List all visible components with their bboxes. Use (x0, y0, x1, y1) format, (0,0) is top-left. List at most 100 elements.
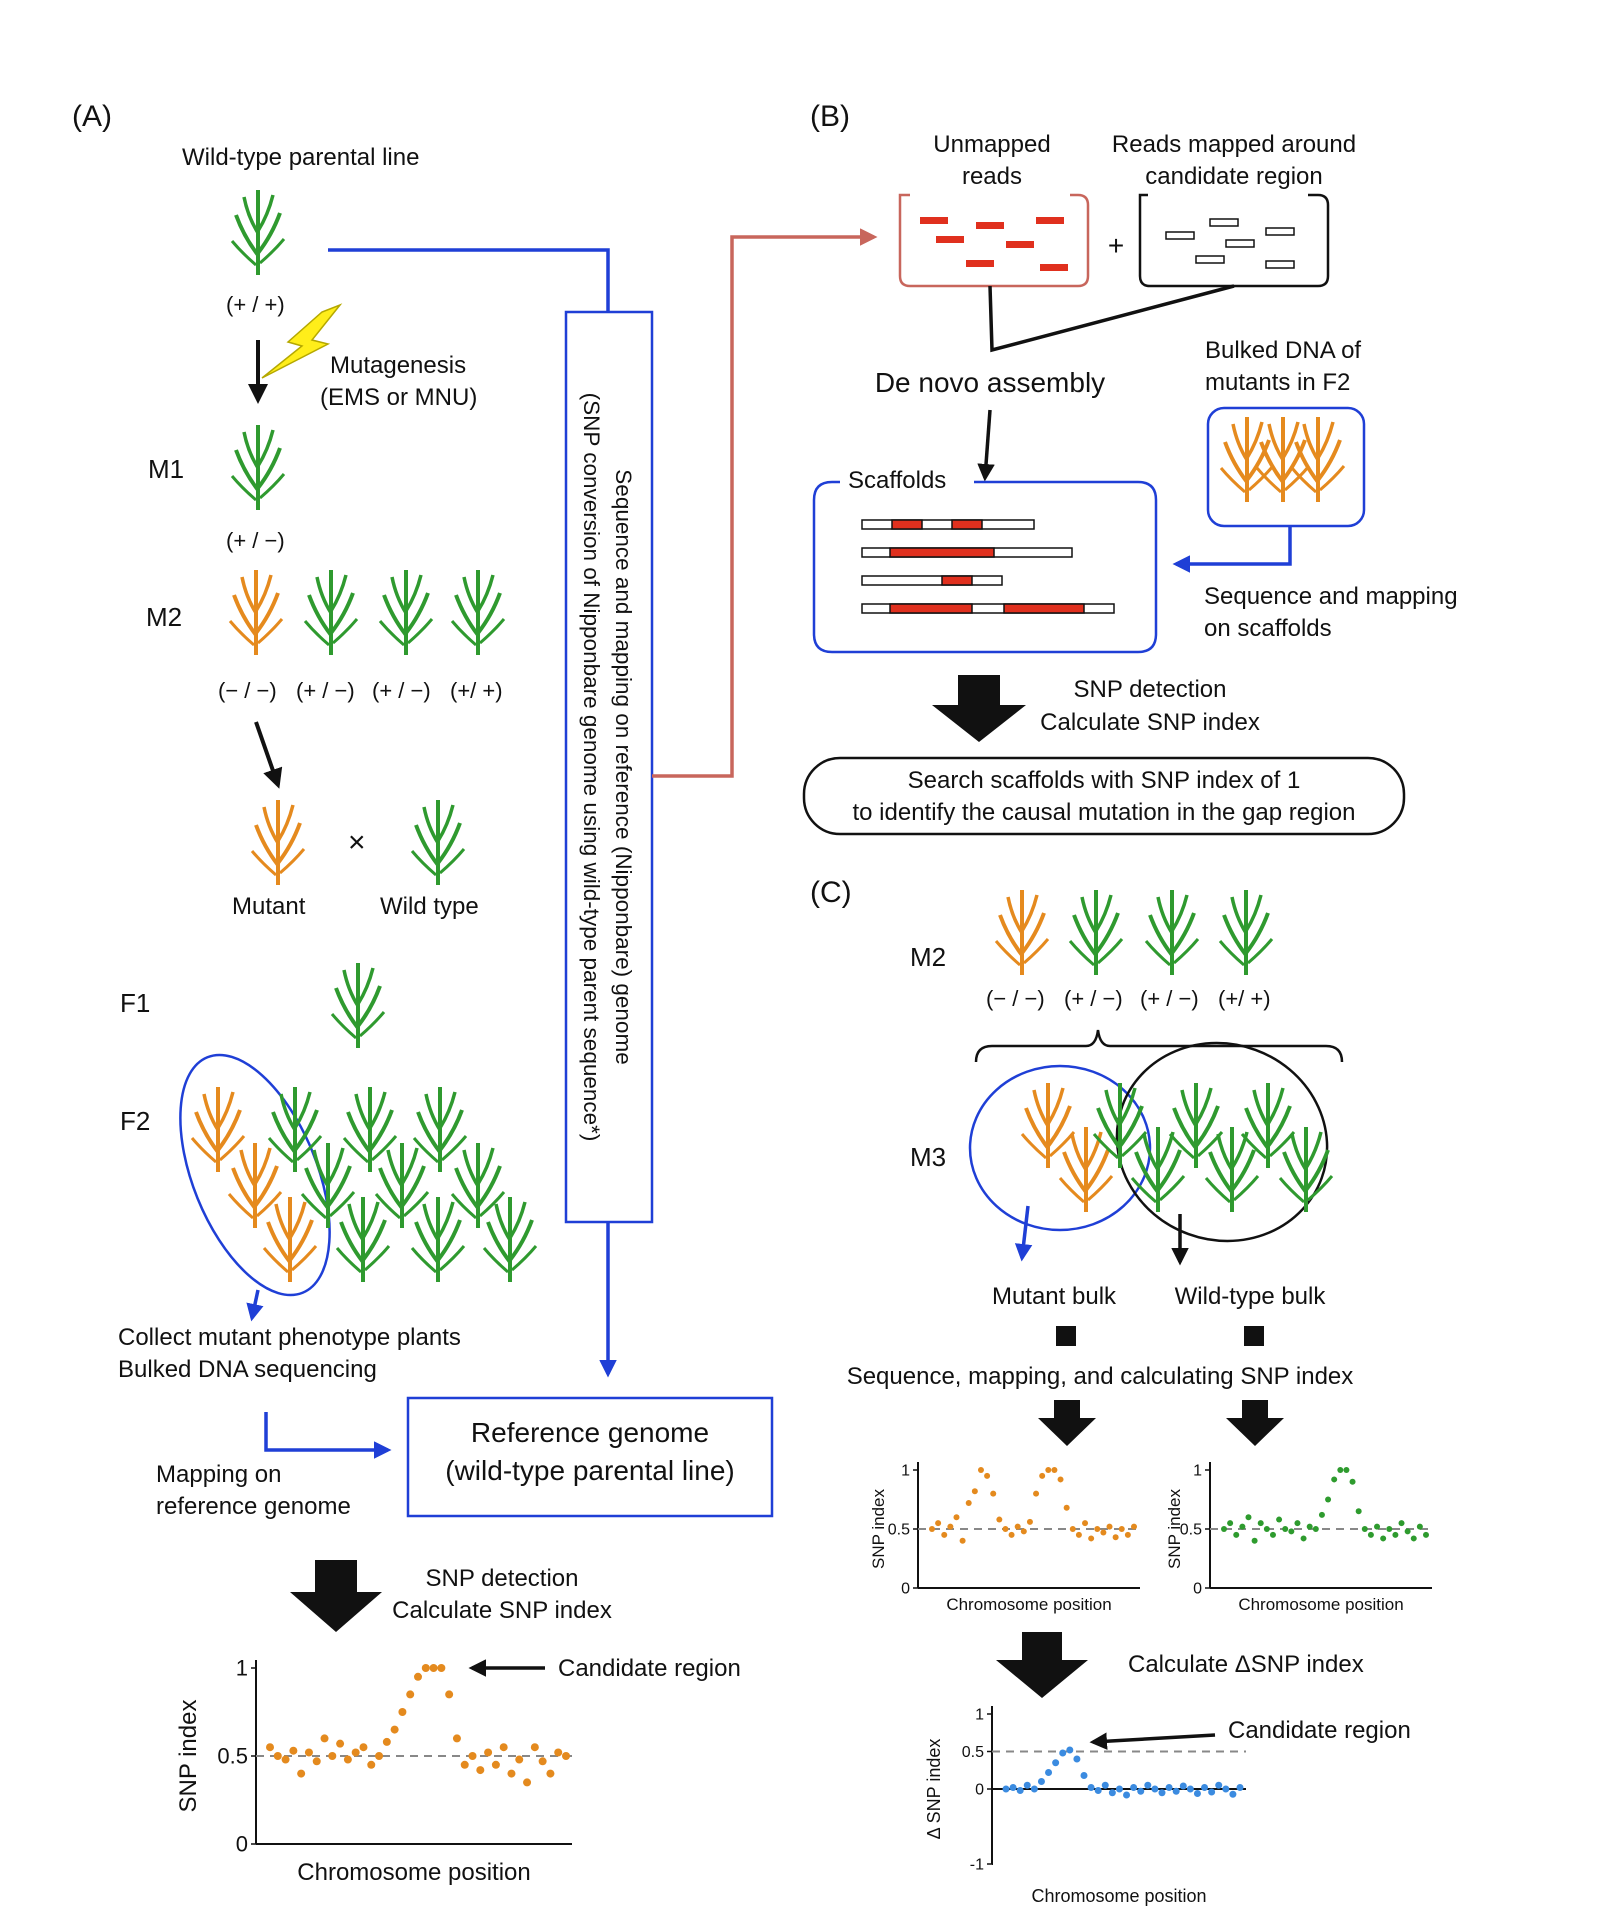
f2-mutant-ellipse (179, 1053, 331, 1297)
y-tick-label: 1 (1193, 1463, 1202, 1480)
c-m2-geno-4: (+/ +) (1218, 986, 1271, 1011)
plant-f2-g2 (344, 1087, 396, 1172)
plant-f2-g4 (302, 1143, 354, 1228)
data-point (1288, 1528, 1295, 1535)
data-point (336, 1739, 345, 1748)
data-point (281, 1755, 290, 1764)
data-point (1026, 1518, 1033, 1525)
search-label-1: Search scaffolds with SNP index of 1 (908, 767, 1301, 794)
data-point (1410, 1535, 1417, 1542)
mapping-label-2: reference genome (156, 1493, 351, 1520)
data-point (1108, 1789, 1116, 1797)
data-point (977, 1467, 984, 1473)
plant-f2-g7 (337, 1197, 389, 1282)
b-snp-label-1: SNP detection (1074, 676, 1227, 703)
scaffolds-box (812, 480, 1158, 654)
data-point (1361, 1526, 1368, 1532)
data-point (343, 1755, 352, 1764)
data-point (953, 1514, 960, 1521)
data-point (375, 1752, 384, 1760)
c-m2-brace (974, 1029, 1344, 1063)
mutant-label: Mutant (232, 893, 306, 920)
arrow-c-mutant-bulk (1014, 1205, 1033, 1262)
data-point (1306, 1523, 1313, 1530)
sequence-mapping-text-1: Sequence and mapping on reference (Nippo… (611, 469, 636, 1064)
mapped-label-1: Reads mapped around (1112, 131, 1356, 158)
data-point (1423, 1531, 1429, 1538)
arrow-f2-to-collect (246, 1289, 264, 1322)
seqmap-label-1: Sequence and mapping (1204, 583, 1458, 610)
data-point (1386, 1526, 1393, 1532)
data-point (1374, 1523, 1381, 1530)
data-point (1392, 1531, 1399, 1538)
plant-c-m2-3 (1220, 890, 1272, 975)
a-candidate-label: Candidate region (558, 1655, 741, 1682)
plant-c-m2-mutant (996, 890, 1048, 975)
mapping-label-1: Mapping on (156, 1461, 281, 1488)
search-box (802, 756, 1406, 836)
plant-wt-parent (232, 190, 284, 275)
data-point (1215, 1781, 1223, 1789)
plant-f2-m1 (192, 1087, 244, 1172)
x-axis-label: Chromosome position (1031, 1886, 1206, 1906)
plant-f2-g6 (452, 1143, 504, 1228)
data-point (984, 1472, 991, 1479)
scaffolds-label: Scaffolds (848, 467, 946, 494)
data-point (1130, 1784, 1138, 1791)
data-point (1123, 1791, 1131, 1799)
data-point (1269, 1531, 1276, 1538)
y-tick-label: 0.5 (962, 1744, 984, 1761)
data-point (1144, 1781, 1152, 1789)
data-point (1016, 1787, 1024, 1794)
data-point (273, 1752, 282, 1760)
data-point (935, 1520, 942, 1527)
data-point (437, 1664, 446, 1672)
data-point (476, 1766, 485, 1775)
c-m2-label: M2 (910, 942, 946, 972)
data-point (1033, 1490, 1040, 1497)
plus-sign: + (1108, 230, 1124, 261)
data-point (1312, 1526, 1319, 1532)
x-axis-label: Chromosome position (946, 1595, 1111, 1614)
c-seqcalc-label: Sequence, mapping, and calculating SNP i… (847, 1363, 1354, 1390)
data-point (1276, 1516, 1283, 1523)
data-point (320, 1734, 329, 1743)
m2-geno-4: (+/ +) (450, 678, 503, 703)
data-point (359, 1743, 368, 1752)
data-point (1245, 1514, 1252, 1521)
data-point (429, 1664, 438, 1672)
data-point (959, 1537, 966, 1544)
data-point (1221, 1526, 1227, 1532)
wt-parent-label: Wild-type parental line (182, 144, 419, 171)
data-point (1080, 1772, 1088, 1779)
data-point (1069, 1526, 1076, 1532)
sequence-mapping-text-2: (SNP conversion of Nipponbare genome usi… (579, 393, 604, 1142)
data-point (1151, 1785, 1159, 1793)
collect-label-1: Collect mutant phenotype plants (118, 1324, 461, 1351)
y-axis-label: SNP index (869, 1488, 888, 1569)
data-point (289, 1746, 298, 1755)
data-point (1398, 1520, 1405, 1527)
line-parent-to-seqbox (328, 248, 610, 312)
collect-label-2: Bulked DNA sequencing (118, 1356, 377, 1383)
plant-m2-1 (305, 570, 357, 655)
data-point (1236, 1784, 1244, 1791)
data-point (1349, 1478, 1356, 1485)
data-point (398, 1708, 407, 1716)
plant-f2-m3 (264, 1197, 316, 1282)
data-point (499, 1743, 508, 1752)
data-point (1002, 1526, 1009, 1532)
data-point (1227, 1520, 1234, 1527)
data-point (445, 1690, 454, 1699)
geno-m1: (+ / −) (226, 528, 285, 553)
arrow-mapping (264, 1412, 392, 1459)
data-point (297, 1769, 306, 1778)
plant-f2-g1 (269, 1087, 321, 1172)
data-point (1355, 1508, 1362, 1515)
bulked-mutants-box (1206, 406, 1366, 528)
bulked-label-1: Bulked DNA of (1205, 337, 1361, 364)
data-point (1416, 1523, 1423, 1530)
data-point (452, 1734, 461, 1743)
